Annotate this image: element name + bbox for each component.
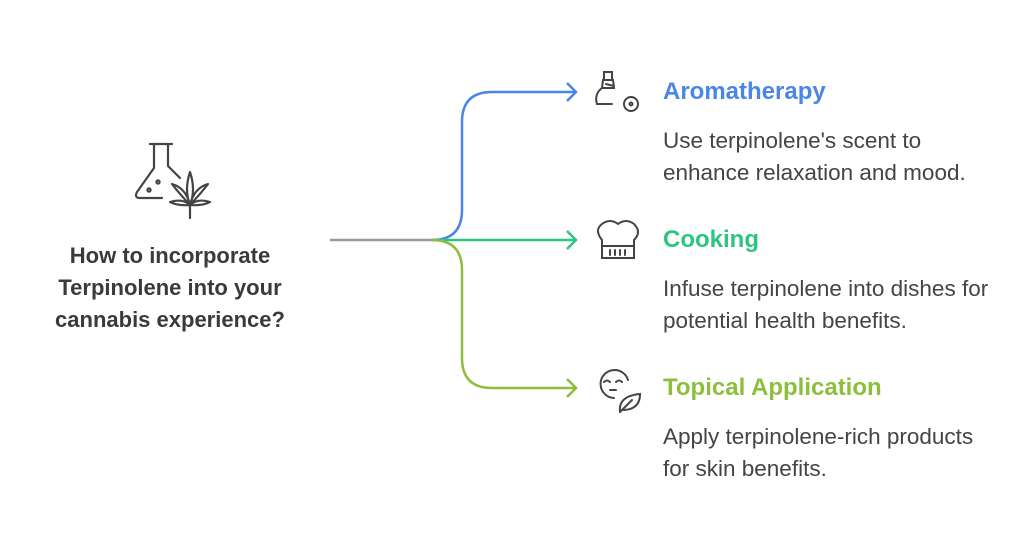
branch-line-aromatherapy [431,90,576,242]
topical-description: Apply terpinolene-rich products for skin… [663,424,974,481]
branch-line-topical [431,238,576,390]
cooking-heading: Cooking [663,226,759,253]
arrow-topical [566,378,578,398]
face-leaf-icon [599,369,642,413]
cooking-description: Infuse terpinolene into dishes for poten… [663,276,989,333]
arrow-cooking [566,230,578,250]
question-line: How to incorporate [69,243,271,268]
question-line: cannabis experience? [55,307,285,332]
topical-heading: Topical Application [663,374,882,401]
chef-hat-icon [597,220,639,259]
arrow-aromatherapy [566,82,578,102]
question-line: Terpinolene into your [58,275,282,300]
aromatherapy-description: Use terpinolene's scent to enhance relax… [663,128,966,185]
central-question: How to incorporate Terpinolene into your… [20,240,320,336]
aromatherapy-heading: Aromatherapy [663,78,826,105]
flask-cannabis-leaf-icon [134,142,212,220]
perfume-flower-icon [595,71,639,112]
